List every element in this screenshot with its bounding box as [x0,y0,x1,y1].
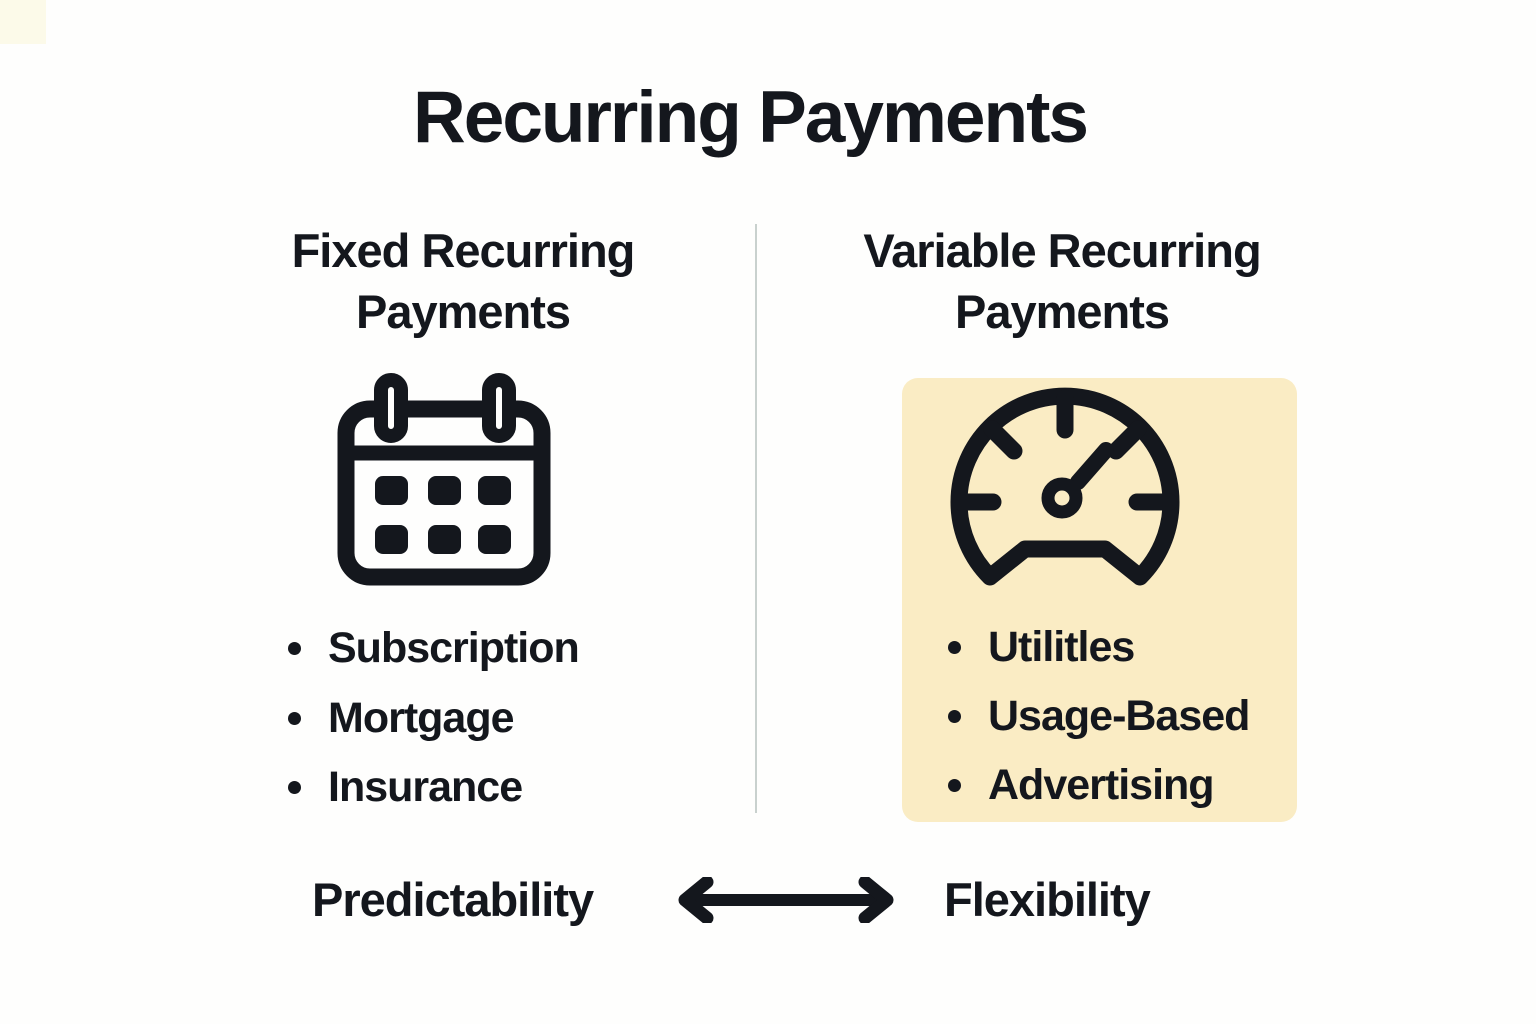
item-label: Advertising [988,761,1215,809]
item-label: Utilitles [988,623,1135,671]
bullet-dot [948,641,961,654]
item-label: Subscription [328,624,580,672]
page-title: Recurring Payments [413,77,1089,158]
corner-accent [0,0,46,44]
variable-column-heading: Variable Recurring Payments [812,220,1312,342]
flexibility-label: Flexibility [944,873,1151,926]
fixed-heading-line-2: Payments [355,285,571,339]
variable-heading-line-1: Variable Recurring [863,224,1261,277]
variable-heading-line-2: Payments [954,285,1170,339]
bullet-dot [288,712,301,725]
gauge-icon [948,386,1182,586]
predictability-label: Predictability [312,873,594,926]
calendar-icon [337,371,553,589]
item-label: Usage-Based [988,692,1250,740]
item-label: Insurance [328,763,523,811]
bullet-dot [948,710,961,723]
bullet-dot [948,779,961,792]
item-label: Mortgage [328,694,514,742]
bullet-dot [288,642,301,655]
fixed-column-heading: Fixed Recurring Payments [243,220,683,342]
fixed-heading-line-1: Fixed Recurring [291,224,636,277]
bullet-dot [288,781,301,794]
column-divider [755,224,757,813]
double-arrow-icon [660,877,912,923]
